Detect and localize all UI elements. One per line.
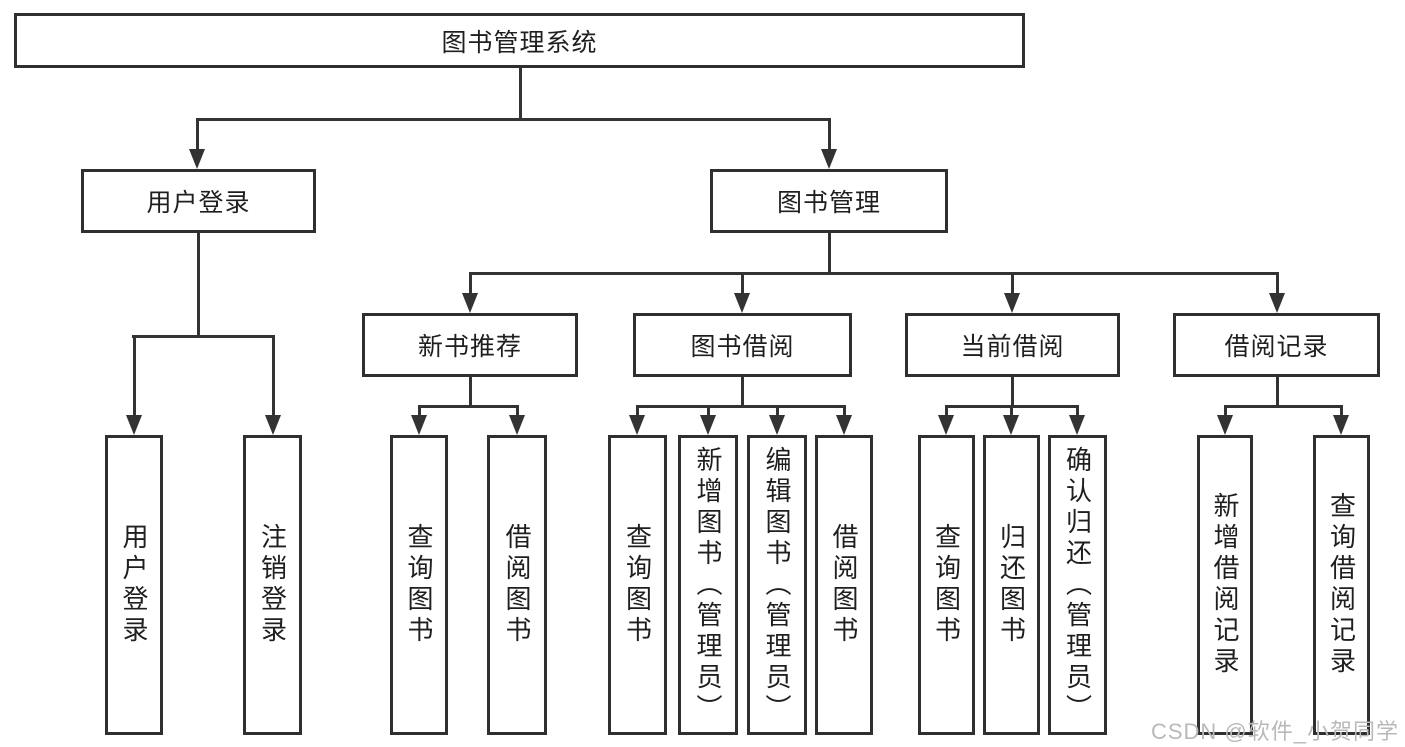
arrowhead-down-icon bbox=[462, 293, 478, 313]
connector-login-stem bbox=[197, 233, 200, 335]
connector-drop-user-login bbox=[196, 118, 199, 151]
arrowhead-down-icon bbox=[629, 415, 645, 435]
connector-login-rail bbox=[132, 335, 275, 338]
arrowhead-down-icon bbox=[1003, 415, 1019, 435]
connector-drop-records bbox=[1276, 272, 1279, 295]
connector-records-rail bbox=[1224, 405, 1343, 408]
connector-recommend-rail bbox=[418, 405, 519, 408]
connector-level3-rail bbox=[469, 272, 1279, 275]
arrowhead-down-icon bbox=[1004, 293, 1020, 313]
leaf-confirm-return-admin-label: 确认归还（管理员） bbox=[1062, 445, 1093, 725]
connector-drop-leaf bbox=[1010, 405, 1013, 417]
leaf-query-borrow-record-label: 查询借阅记录 bbox=[1326, 492, 1357, 678]
connector-current-stem bbox=[1011, 377, 1014, 407]
node-book-management-label: 图书管理 bbox=[776, 189, 881, 217]
leaf-add-borrow-record: 新增借阅记录 bbox=[1197, 435, 1253, 735]
connector-drop-leaf bbox=[945, 405, 948, 417]
node-book-borrowing: 图书借阅 bbox=[633, 313, 852, 377]
node-current-borrowing-label: 当前借阅 bbox=[960, 333, 1065, 361]
connector-drop-leaf bbox=[516, 405, 519, 417]
leaf-borrow-books-recommend: 借阅图书 bbox=[487, 435, 547, 735]
arrowhead-down-icon bbox=[1269, 293, 1285, 313]
connector-drop-leaf bbox=[707, 405, 710, 417]
connector-drop-recommend bbox=[469, 272, 472, 295]
connector-drop-leaf bbox=[1224, 405, 1227, 417]
arrowhead-down-icon bbox=[1333, 415, 1349, 435]
connector-borrow-stem bbox=[741, 377, 744, 407]
arrowhead-down-icon bbox=[189, 149, 205, 169]
leaf-query-books-borrow-label: 查询图书 bbox=[622, 523, 653, 647]
node-library-system: 图书管理系统 bbox=[14, 13, 1025, 68]
arrowhead-down-icon bbox=[821, 149, 837, 169]
node-book-borrowing-label: 图书借阅 bbox=[690, 333, 795, 361]
leaf-query-books-current: 查询图书 bbox=[918, 435, 975, 735]
leaf-query-books-borrow: 查询图书 bbox=[608, 435, 667, 735]
connector-drop-leaf bbox=[776, 405, 779, 417]
leaf-borrow-books: 借阅图书 bbox=[815, 435, 873, 735]
arrowhead-down-icon bbox=[126, 415, 142, 435]
leaf-user-login-label: 用户登录 bbox=[119, 523, 149, 647]
connector-mgmt-stem bbox=[828, 233, 831, 275]
arrowhead-down-icon bbox=[265, 415, 281, 435]
leaf-query-books-current-label: 查询图书 bbox=[931, 523, 962, 647]
arrowhead-down-icon bbox=[734, 293, 750, 313]
connector-borrow-rail bbox=[636, 405, 846, 408]
connector-recommend-stem bbox=[469, 377, 472, 407]
arrowhead-down-icon bbox=[700, 415, 716, 435]
leaf-logout-label: 注销登录 bbox=[257, 523, 288, 647]
arrowhead-down-icon bbox=[769, 415, 785, 435]
connector-drop-current bbox=[1011, 272, 1014, 295]
arrowhead-down-icon bbox=[836, 415, 852, 435]
leaf-return-books-label: 归还图书 bbox=[996, 523, 1027, 647]
connector-drop-leaf bbox=[272, 335, 275, 417]
leaf-user-login: 用户登录 bbox=[105, 435, 163, 735]
arrowhead-down-icon bbox=[509, 415, 525, 435]
arrowhead-down-icon bbox=[1069, 415, 1085, 435]
connector-drop-leaf bbox=[1340, 405, 1343, 417]
connector-records-stem bbox=[1276, 377, 1279, 407]
connector-drop-leaf bbox=[1076, 405, 1079, 417]
leaf-add-borrow-record-label: 新增借阅记录 bbox=[1210, 492, 1240, 678]
arrowhead-down-icon bbox=[411, 415, 427, 435]
connector-drop-leaf bbox=[418, 405, 421, 417]
arrowhead-down-icon bbox=[938, 415, 954, 435]
leaf-confirm-return-admin: 确认归还（管理员） bbox=[1048, 435, 1107, 735]
leaf-edit-books-admin-label: 编辑图书（管理员） bbox=[762, 445, 792, 725]
leaf-query-books-recommend-label: 查询图书 bbox=[404, 523, 434, 647]
leaf-borrow-books-label: 借阅图书 bbox=[829, 523, 859, 647]
node-user-login-label: 用户登录 bbox=[146, 189, 251, 217]
leaf-add-books-admin-label: 新增图书（管理员） bbox=[693, 445, 723, 725]
node-library-system-label: 图书管理系统 bbox=[441, 28, 598, 57]
node-user-login: 用户登录 bbox=[81, 169, 316, 233]
connector-drop-leaf bbox=[133, 335, 136, 417]
watermark: CSDN @软件_小贺同学 bbox=[1150, 719, 1399, 744]
arrowhead-down-icon bbox=[1217, 415, 1233, 435]
connector-drop-leaf bbox=[843, 405, 846, 417]
node-current-borrowing: 当前借阅 bbox=[905, 313, 1120, 377]
node-new-book-recommend: 新书推荐 bbox=[362, 313, 578, 377]
leaf-edit-books-admin: 编辑图书（管理员） bbox=[747, 435, 807, 735]
connector-drop-book-management bbox=[828, 118, 831, 151]
leaf-return-books: 归还图书 bbox=[983, 435, 1040, 735]
leaf-query-borrow-record: 查询借阅记录 bbox=[1313, 435, 1370, 735]
connector-drop-leaf bbox=[636, 405, 639, 417]
connector-drop-borrow bbox=[741, 272, 744, 295]
connector-level2-rail bbox=[196, 118, 831, 121]
leaf-query-books-recommend: 查询图书 bbox=[390, 435, 448, 735]
node-borrowing-records-label: 借阅记录 bbox=[1224, 333, 1329, 361]
node-new-book-recommend-label: 新书推荐 bbox=[417, 333, 522, 361]
connector-root-stem bbox=[519, 68, 522, 118]
node-borrowing-records: 借阅记录 bbox=[1173, 313, 1380, 377]
leaf-logout: 注销登录 bbox=[243, 435, 302, 735]
node-book-management: 图书管理 bbox=[710, 169, 948, 233]
leaf-add-books-admin: 新增图书（管理员） bbox=[678, 435, 738, 735]
leaf-borrow-books-recommend-label: 借阅图书 bbox=[502, 523, 532, 647]
